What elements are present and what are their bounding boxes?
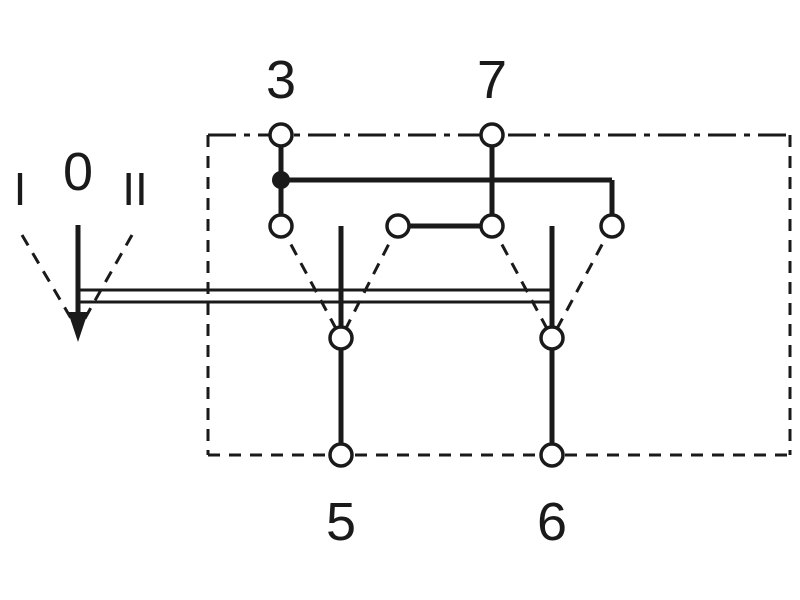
terminal-label-6: 6 xyxy=(537,492,567,552)
contact-7-out xyxy=(479,213,505,239)
position-label-I: I xyxy=(14,163,27,215)
switch-contact-paths xyxy=(279,225,614,339)
pin-6 xyxy=(539,442,565,468)
position-II-dashed-line xyxy=(82,234,134,321)
pin-5 xyxy=(328,442,354,468)
contact-bridge-left xyxy=(385,213,411,239)
contact-5-common xyxy=(328,325,354,351)
position-label-II: II xyxy=(122,163,148,215)
position-label-0: 0 xyxy=(63,142,93,202)
terminal-pins xyxy=(268,122,625,468)
internal-wiring xyxy=(278,135,615,455)
position-arrow-head-icon xyxy=(68,312,88,342)
pin-7 xyxy=(479,122,505,148)
junction-node xyxy=(272,171,290,189)
contact-right xyxy=(599,213,625,239)
switch-housing xyxy=(206,133,792,457)
pin-3 xyxy=(268,122,294,148)
position-indicator: I 0 II xyxy=(14,142,148,342)
contact-3-out xyxy=(268,213,294,239)
contact-6-common xyxy=(539,325,565,351)
terminal-label-3: 3 xyxy=(266,50,296,110)
position-I-dashed-line xyxy=(20,234,74,321)
terminal-label-7: 7 xyxy=(477,50,507,110)
terminal-label-5: 5 xyxy=(326,492,356,552)
